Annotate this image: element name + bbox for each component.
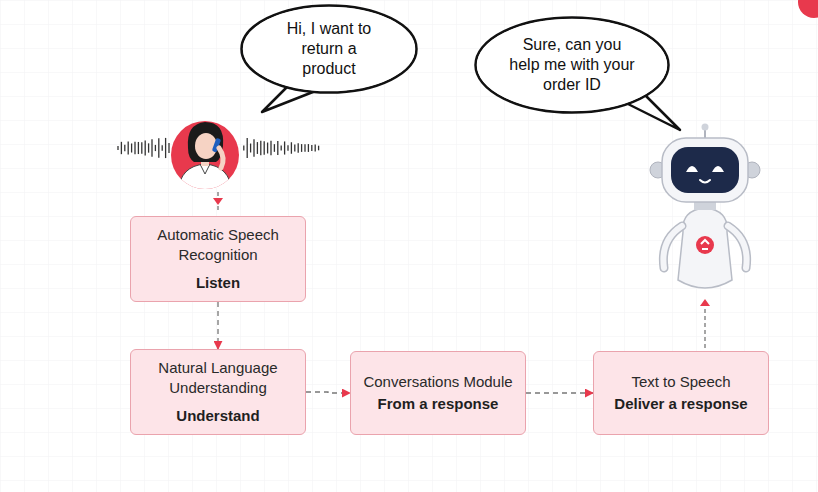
process-box: Text to SpeechDeliver a response: [593, 351, 769, 435]
speech-text: Hi, I want to return a product: [274, 19, 384, 79]
flow-connector: [526, 392, 593, 393]
box-action: Deliver a response: [614, 394, 747, 414]
flow-connector: [306, 392, 350, 393]
box-title: Automatic Speech Recognition: [139, 225, 297, 265]
box-action: Understand: [176, 406, 259, 426]
caller-figure: [171, 121, 239, 192]
box-action: From a response: [378, 394, 499, 414]
process-box: Conversations ModuleFrom a response: [350, 351, 526, 435]
box-action: Listen: [196, 273, 240, 293]
process-box: Automatic Speech RecognitionListen: [130, 216, 306, 302]
process-box: Natural Language UnderstandingUnderstand: [130, 349, 306, 435]
box-title: Text to Speech: [631, 372, 730, 392]
speech-text: Sure, can you help me with your order ID: [508, 35, 636, 95]
robot-figure: [650, 124, 760, 289]
speech-bubble: Hi, I want to return a product: [240, 4, 418, 94]
box-title: Conversations Module: [363, 372, 512, 392]
speech-bubble: Sure, can you help me with your order ID: [474, 16, 670, 114]
box-title: Natural Language Understanding: [139, 358, 297, 398]
flow-connector: [217, 302, 218, 349]
